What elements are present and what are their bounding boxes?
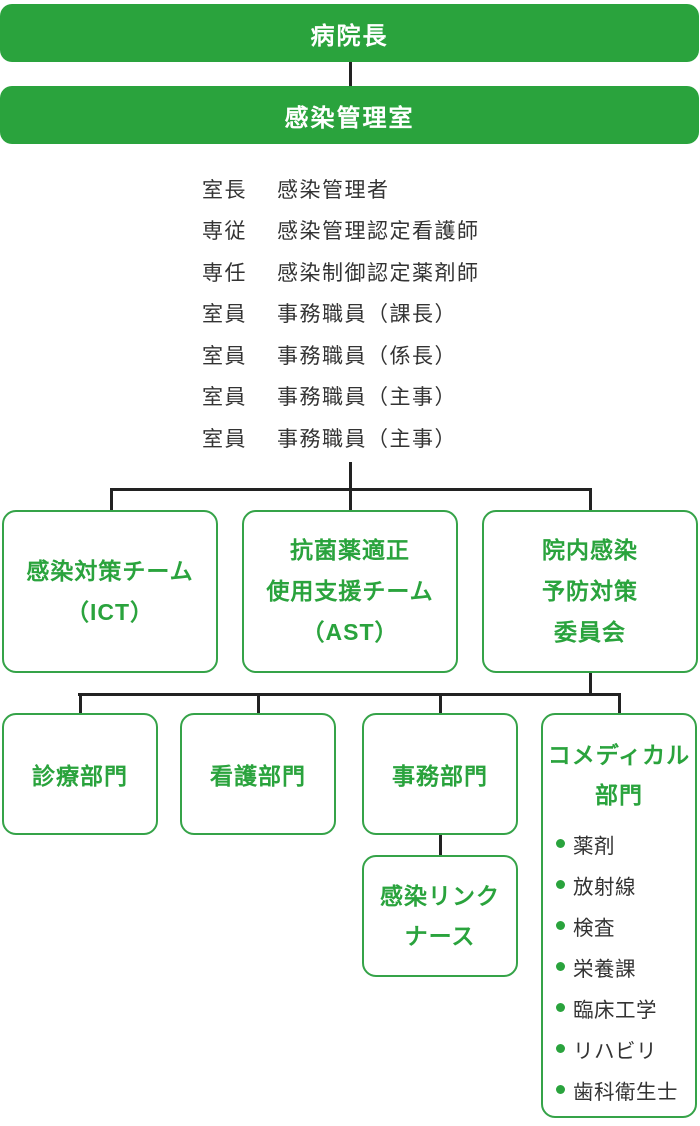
ast-team-line3: （AST） [301,619,399,645]
comedical-item: 栄養課 [556,946,695,987]
staff-row: 室長 感染管理者 [202,168,480,210]
connector-committee-riser [588,673,592,694]
ast-team-line2: 使用支援チーム [266,578,434,604]
staff-role: 室員 [202,427,247,451]
connector-office-teams [348,462,352,511]
nursing-dept-box: 看護部門 [180,713,336,835]
ict-team-line1: 感染対策チーム [26,557,194,584]
committee-box: 院内感染 予防対策 委員会 [482,510,698,673]
staff-title: 感染制御認定薬剤師 [277,261,480,285]
bullet-icon [556,1085,565,1094]
bullet-icon [556,921,565,930]
staff-title: 事務職員（主事） [277,427,457,451]
comedical-item-label: 臨床工学 [573,998,657,1022]
comedical-item-label: 薬剤 [573,834,615,858]
comedical-dept-title: コメディカル 部門 [543,735,695,815]
staff-role: 室長 [202,178,247,202]
ast-team-box: 抗菌薬適正 使用支援チーム （AST） [242,510,458,673]
ast-team-line1: 抗菌薬適正 [290,537,410,563]
comedical-list: 薬剤 放射線 検査 栄養課 臨床工学 リハビリ [543,823,695,1110]
staff-role: 室員 [202,344,247,368]
comedical-item: 放射線 [556,864,695,905]
clinical-dept-box: 診療部門 [2,713,158,835]
ict-team-box: 感染対策チーム （ICT） [2,510,218,673]
bullet-icon [556,1003,565,1012]
nursing-dept-label: 看護部門 [210,763,306,789]
connector-drop-ict [109,488,113,511]
comedical-item: 検査 [556,905,695,946]
bullet-icon [556,880,565,889]
hospital-director-label: 病院長 [310,22,389,50]
connector-drop-nursing [256,693,260,713]
staff-role: 専任 [202,261,247,285]
bullet-icon [556,962,565,971]
bullet-icon [556,1044,565,1053]
link-nurse-line2: ナース [404,923,476,949]
infection-office-box: 感染管理室 [0,86,699,144]
staff-title: 事務職員（主事） [277,386,457,410]
committee-line2: 予防対策 [542,578,638,604]
comedical-item: 臨床工学 [556,987,695,1028]
connector-drop-clinical [78,693,82,713]
staff-title: 事務職員（課長） [277,303,457,327]
connector-drop-comedical [617,693,621,713]
comedical-item-label: 放射線 [573,875,636,899]
committee-line1: 院内感染 [542,537,638,563]
staff-role: 室員 [202,386,247,410]
ict-team-line2: （ICT） [65,598,155,625]
staff-title: 感染管理認定看護師 [277,220,480,244]
staff-title: 事務職員（係長） [277,344,457,368]
comedical-title-line1: コメディカル [547,742,691,768]
connector-director-office [348,62,352,86]
staff-role: 専従 [202,220,247,244]
admin-dept-box: 事務部門 [362,713,518,835]
connector-departments-horizontal [78,693,621,696]
comedical-item: 歯科衛生士 [556,1069,695,1110]
comedical-item: リハビリ [556,1028,695,1069]
connector-teams-horizontal [110,488,591,491]
comedical-item-label: リハビリ [573,1039,657,1063]
comedical-item-label: 歯科衛生士 [573,1080,678,1104]
committee-line3: 委員会 [554,619,626,645]
connector-drop-admin [438,693,442,713]
clinical-dept-label: 診療部門 [32,763,128,789]
staff-row: 専任 感染制御認定薬剤師 [202,251,480,293]
infection-link-nurse-box: 感染リンク ナース [362,855,518,977]
staff-row: 室員 事務職員（係長） [202,334,480,376]
connector-admin-linknurse [438,835,442,855]
bullet-icon [556,839,565,848]
comedical-item-label: 検査 [573,916,615,940]
comedical-item: 薬剤 [556,823,695,864]
connector-drop-committee [588,488,592,511]
staff-row: 室員 事務職員（主事） [202,376,480,418]
infection-office-label: 感染管理室 [284,104,415,132]
staff-row: 専従 感染管理認定看護師 [202,210,480,252]
hospital-director-box: 病院長 [0,4,699,62]
staff-title: 感染管理者 [277,178,390,202]
staff-roster: 室長 感染管理者 専従 感染管理認定看護師 専任 感染制御認定薬剤師 室員 事務… [202,168,480,459]
link-nurse-line1: 感染リンク [380,883,500,909]
staff-row: 室員 事務職員（主事） [202,417,480,459]
comedical-item-label: 栄養課 [573,957,636,981]
comedical-title-line2: 部門 [595,782,643,808]
comedical-dept-box: コメディカル 部門 薬剤 放射線 検査 栄養課 臨床工学 [541,713,697,1118]
staff-role: 室員 [202,303,247,327]
admin-dept-label: 事務部門 [392,763,488,789]
staff-row: 室員 事務職員（課長） [202,293,480,335]
